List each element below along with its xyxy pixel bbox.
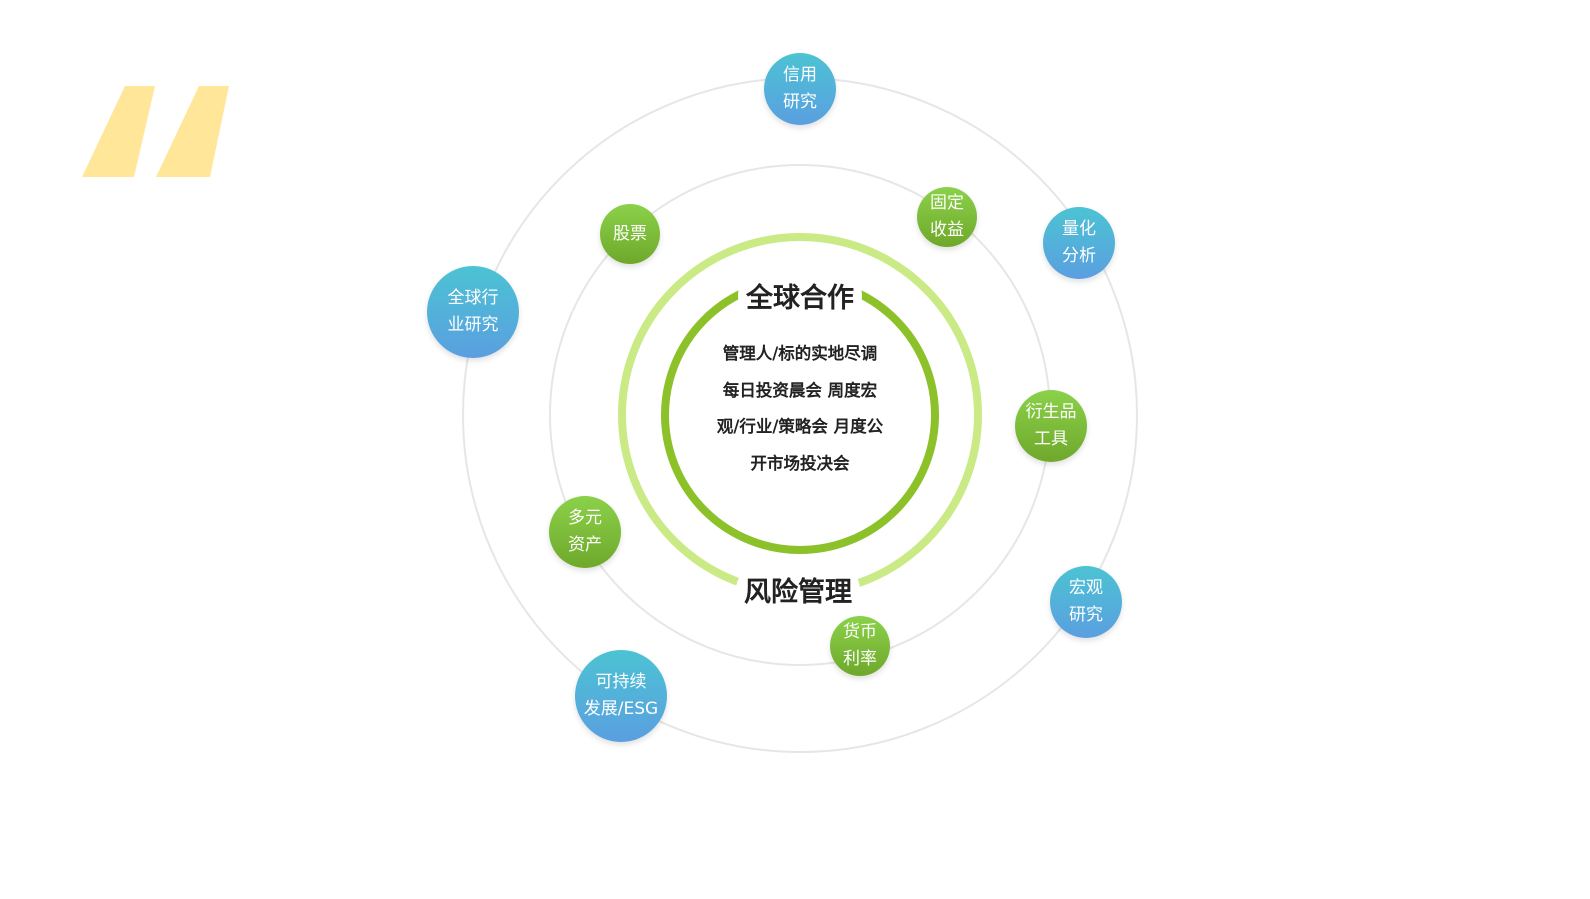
bubble-label: 股票: [613, 223, 647, 244]
bubble-label: 全球行: [447, 288, 499, 308]
bubble-label: 研究: [783, 92, 817, 112]
bubble-label: 分析: [1062, 246, 1096, 266]
bubble-sustainable-esg: 可持续发展/ESG: [575, 650, 667, 742]
bubble-label: 固定: [930, 193, 964, 213]
center-line: 观/行业/策略会 月度公: [716, 417, 884, 436]
bubble-label: 发展/ESG: [583, 699, 659, 719]
bubble-equities: 股票: [600, 204, 660, 264]
center-line: 开市场投决会: [750, 453, 850, 473]
bubble-label: 信用: [783, 65, 817, 85]
bubble-quant-analysis: 量化分析: [1043, 207, 1115, 279]
bubble-label: 利率: [843, 649, 877, 669]
bubble-multi-asset: 多元资产: [549, 496, 621, 568]
bubble-label: 多元: [568, 508, 602, 528]
bubble-label: 资产: [568, 535, 602, 555]
bubble-global-industry-research: 全球行业研究: [427, 266, 519, 358]
bubble-label: 研究: [1069, 605, 1103, 625]
bubble-macro-research: 宏观研究: [1050, 566, 1122, 638]
bubble-label: 量化: [1062, 219, 1096, 239]
bubble-label: 收益: [930, 220, 964, 240]
bubble-label: 业研究: [447, 315, 499, 335]
bubble-derivatives-tools: 衍生品工具: [1015, 390, 1087, 462]
bubble-label: 衍生品: [1025, 402, 1077, 422]
bubble-fixed-income: 固定收益: [917, 187, 977, 247]
bubble-label: 货币: [843, 622, 877, 642]
center-line: 管理人/标的实地尽调: [722, 344, 878, 363]
bubble-credit-research: 信用研究: [764, 53, 836, 125]
bubble-label: 可持续: [595, 672, 647, 692]
center-top-title: 全球合作: [738, 272, 862, 319]
quote-mark-left: [82, 86, 155, 177]
center-bottom-title: 风险管理: [736, 566, 860, 613]
quote-mark-right: [156, 86, 229, 177]
bubble-label: 工具: [1034, 429, 1068, 449]
center-line: 每日投资晨会 周度宏: [722, 380, 878, 400]
center-description: 管理人/标的实地尽调 每日投资晨会 周度宏 观/行业/策略会 月度公 开市场投决…: [700, 336, 900, 482]
bubble-label: 宏观: [1069, 578, 1103, 598]
bubble-money-rates: 货币利率: [830, 616, 890, 676]
